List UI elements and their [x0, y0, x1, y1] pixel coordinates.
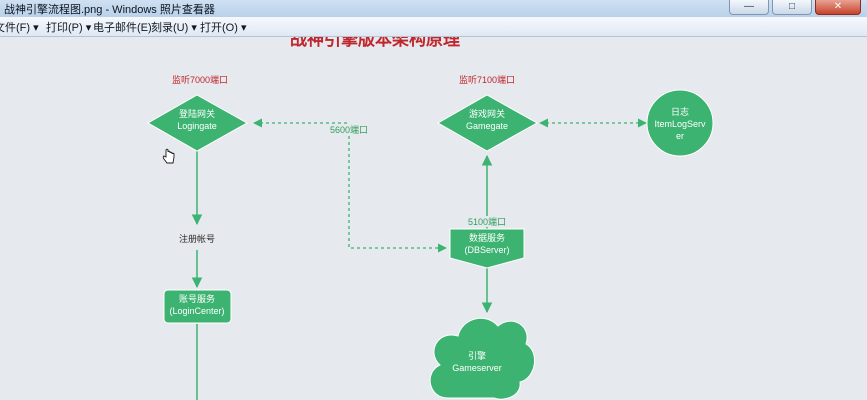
close-icon[interactable]: ✕ [815, 0, 861, 15]
logingate-label-en: Logingate [177, 121, 217, 131]
login-port-label: 监听7000端口 [172, 74, 228, 85]
register-bg [170, 230, 224, 246]
port-5600-bg [329, 124, 369, 136]
dbserver-label-en: (DBServer) [464, 245, 509, 255]
gamegate-node [436, 94, 539, 152]
port-5600-label: 5600端口 [330, 124, 368, 135]
connector-logingate-dbserver [253, 118, 447, 253]
logserver-node [646, 89, 714, 157]
menu-burn[interactable]: 刻录(U) ▾ [151, 22, 197, 34]
register-label: 注册帐号 [179, 233, 215, 244]
menu-bar: 文件(F) ▾ 打印(P) ▾ 电子邮件(E) 刻录(U) ▾ 打开(O) ▾ [0, 17, 867, 37]
gameserver-label-cn: 引擎 [468, 350, 486, 361]
logingate-label-cn: 登陆网关 [179, 108, 215, 119]
logincenter-node [163, 289, 232, 324]
port-5100-bg [465, 216, 508, 227]
game-port-label: 监听7100端口 [459, 74, 515, 85]
port-5100-label: 5100端口 [468, 216, 506, 227]
menu-file[interactable]: 文件(F) ▾ [0, 22, 39, 34]
window-titlebar: 战神引擎流程图.png - Windows 照片查看器 — □ ✕ [0, 0, 867, 18]
dbserver-label-cn: 数据服务 [469, 232, 505, 243]
menu-open[interactable]: 打开(O) ▾ [200, 22, 247, 34]
logincenter-label-cn: 账号服务 [179, 293, 215, 304]
window-controls: — □ ✕ [729, 0, 861, 17]
gamegate-label-en: Gamegate [466, 121, 508, 131]
diagram-title: 战神引擎版本架构原理 [290, 37, 460, 49]
gameserver-label-en: Gameserver [452, 363, 502, 373]
maximize-icon[interactable]: □ [772, 0, 812, 15]
gamegate-label-cn: 游戏网关 [469, 108, 505, 119]
logserver-label-en2: er [676, 131, 684, 141]
logingate-node [146, 94, 249, 152]
hand-cursor-icon [162, 148, 175, 164]
logserver-label-en: ItemLogServ [654, 119, 706, 129]
logincenter-label-en: (LoginCenter) [169, 306, 224, 316]
dbserver-node [449, 228, 525, 269]
menu-email[interactable]: 电子邮件(E) [93, 22, 152, 34]
menu-print[interactable]: 打印(P) ▾ [46, 22, 92, 34]
gameserver-node [429, 317, 535, 400]
minimize-icon[interactable]: — [729, 0, 769, 15]
window-title: 战神引擎流程图.png - Windows 照片查看器 [4, 4, 215, 16]
image-viewport[interactable]: 战神引擎版本架构原理 监听7000端口 监听7100端口 登陆网关 Loging… [0, 37, 867, 400]
architecture-diagram: 战神引擎版本架构原理 监听7000端口 监听7100端口 登陆网关 Loging… [146, 37, 714, 400]
logserver-label-cn: 日志 [671, 106, 689, 117]
